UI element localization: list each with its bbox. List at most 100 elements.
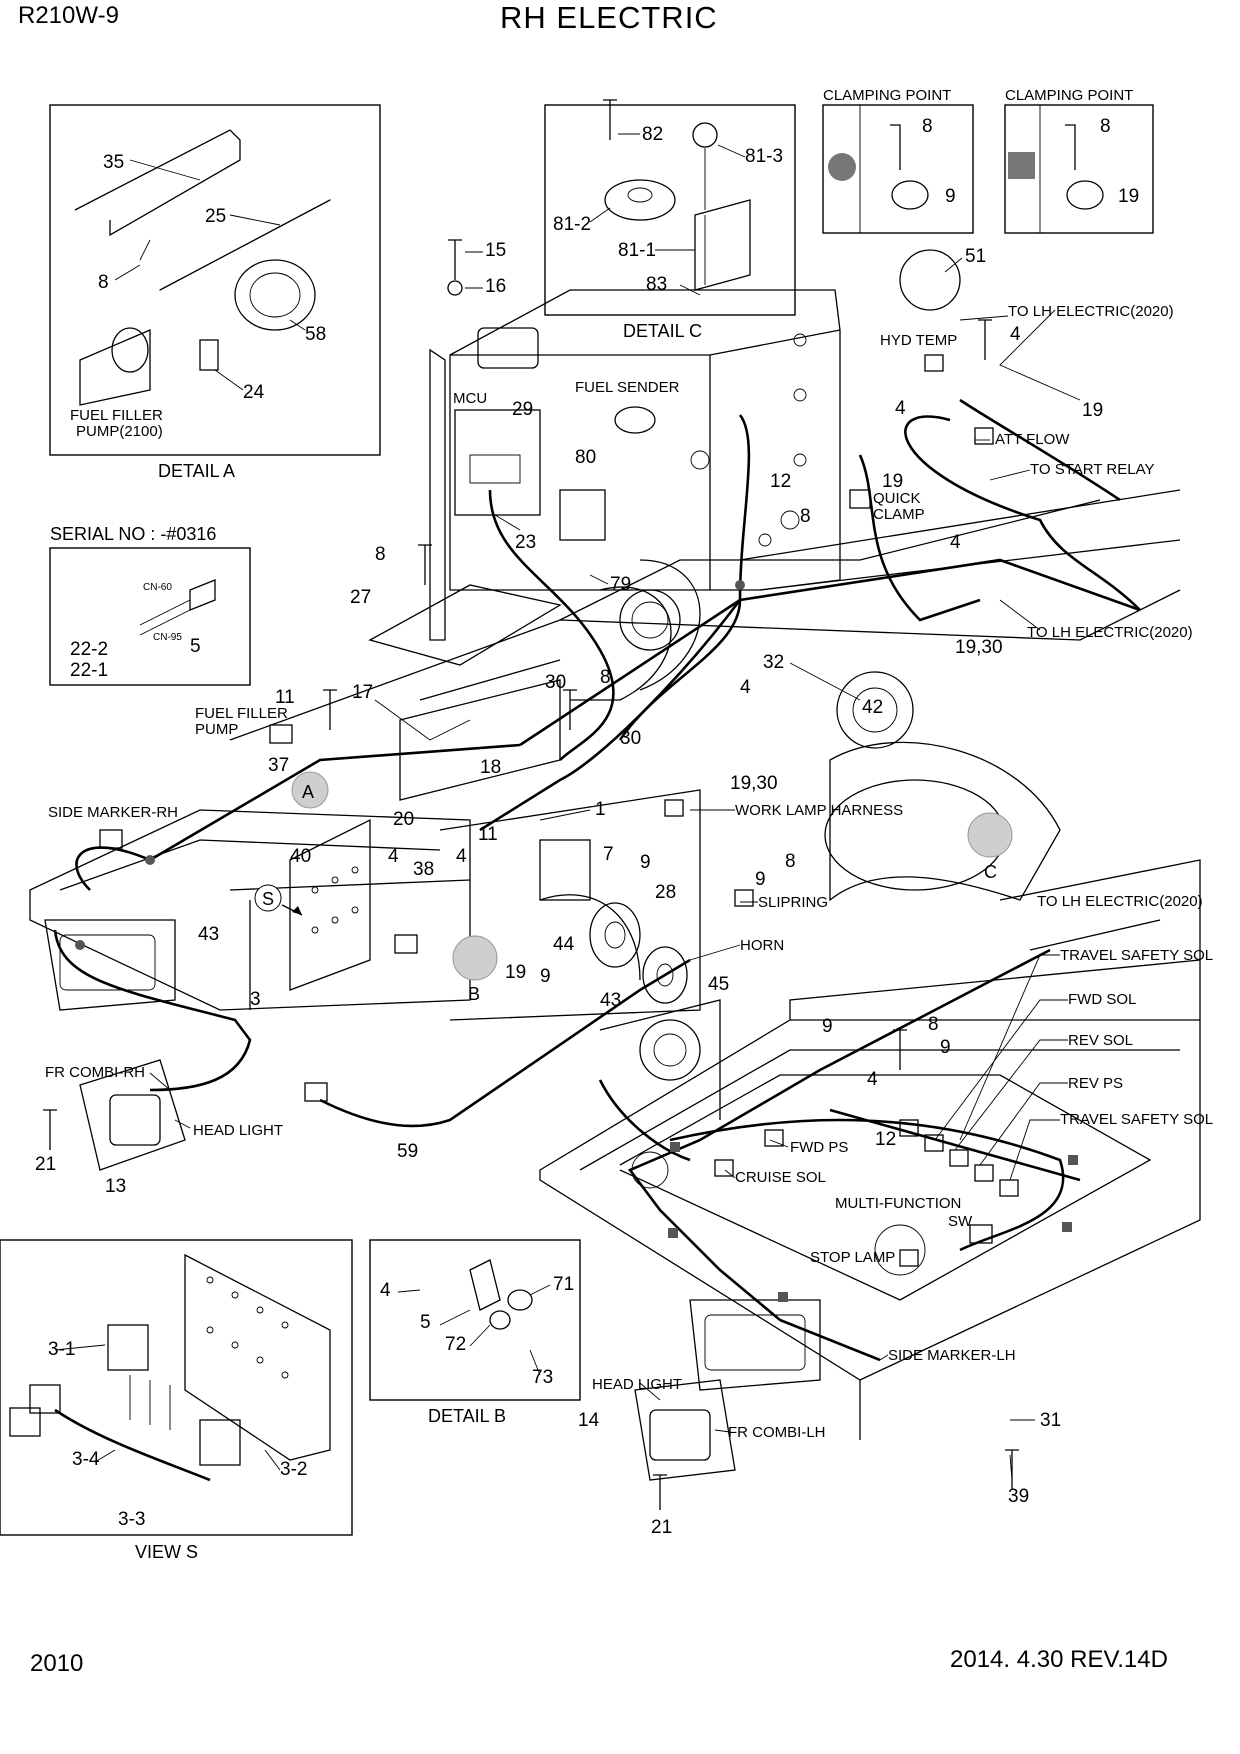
label-fuel-filler-pump-main-line1: FUEL FILLER [195, 705, 288, 722]
callout-72: 72 [445, 1334, 466, 1355]
view-s-panel [0, 1239, 353, 1536]
callout-8-detail-a: 8 [98, 272, 109, 293]
callout-11-center: 11 [478, 824, 498, 845]
callout-79: 79 [610, 574, 631, 595]
marker-s: S [262, 889, 274, 909]
label-to-lh-electric-2: TO LH ELECTRIC(2020) [1027, 624, 1193, 641]
callout-29: 29 [512, 399, 533, 420]
machine-frame-drawing [29, 289, 1201, 1440]
callout-4-detail-b: 4 [380, 1280, 391, 1301]
callout-3-4: 3-4 [72, 1449, 100, 1470]
callout-22-2: 22-2 [70, 639, 108, 660]
label-slipring: SLIPRING [758, 894, 828, 911]
callout-51: 51 [965, 246, 986, 267]
clamping-point-round-panel [822, 104, 974, 234]
callout-38: 38 [413, 859, 434, 880]
callout-43-upper: 43 [198, 924, 219, 945]
detail-a-panel [49, 104, 381, 456]
callout-81-3: 81-3 [745, 146, 783, 167]
label-rev-ps: REV PS [1068, 1075, 1123, 1092]
serial-number-panel [49, 547, 251, 686]
clamping-point-square-panel [1004, 104, 1154, 234]
callout-59: 59 [397, 1141, 418, 1162]
callout-8-clamp-round: 8 [922, 116, 933, 137]
callout-9-deck-left: 9 [822, 1016, 833, 1037]
callout-35: 35 [103, 152, 124, 173]
label-cn60: CN-60 [143, 582, 172, 593]
callout-18: 18 [480, 757, 501, 778]
label-to-start-relay: TO START RELAY [1030, 461, 1154, 478]
callout-8-mcu: 8 [375, 544, 386, 565]
marker-a: A [302, 782, 314, 802]
callout-30-center: 30 [620, 728, 641, 749]
callout-1: 1 [595, 799, 606, 820]
callout-42: 42 [862, 697, 883, 718]
detail-c-title: DETAIL C [623, 321, 702, 341]
callout-4-deck: 4 [867, 1069, 878, 1090]
callout-11-upper: 11 [275, 687, 295, 708]
callout-19-lower: 19 [505, 962, 526, 983]
label-work-lamp-harness: WORK LAMP HARNESS [735, 802, 903, 819]
callout-31: 31 [1040, 1410, 1061, 1431]
callout-9-clamp-round: 9 [945, 186, 956, 207]
callout-9-center: 9 [640, 852, 651, 873]
callout-8-deck: 8 [928, 1014, 939, 1035]
callout-20: 20 [393, 809, 414, 830]
callout-19-upper: 19 [1082, 400, 1103, 421]
label-multi-function-line2: SW [948, 1213, 973, 1230]
revision-date: 2014. 4.30 REV.14D [950, 1646, 1168, 1673]
label-head-light-rh: HEAD LIGHT [193, 1122, 283, 1139]
label-rev-sol: REV SOL [1068, 1032, 1133, 1049]
callout-19-clamp-square: 19 [1118, 186, 1139, 207]
label-travel-safety-sol-1: TRAVEL SAFETY SOL [1060, 947, 1213, 964]
callout-40: 40 [290, 846, 311, 867]
callout-22-1: 22-1 [70, 660, 108, 681]
label-fr-combi-rh: FR COMBI-RH [45, 1064, 145, 1081]
callout-24: 24 [243, 382, 265, 403]
label-fuel-filler-pump-line2: PUMP(2100) [76, 423, 163, 440]
callout-4-relay: 4 [456, 846, 467, 867]
page-title: RH ELECTRIC [500, 0, 718, 35]
label-side-marker-rh: SIDE MARKER-RH [48, 804, 178, 821]
callout-4-clamp: 4 [950, 532, 961, 553]
callout-5-serial: 5 [190, 636, 201, 657]
callout-15: 15 [485, 240, 506, 261]
callout-4-att: 4 [895, 398, 906, 419]
callout-28: 28 [655, 882, 676, 903]
callout-30-upper: 30 [545, 672, 566, 693]
callout-7: 7 [603, 844, 614, 865]
callout-12-lower: 12 [875, 1129, 896, 1150]
harness-clip-markers [75, 580, 1078, 1302]
label-fuel-sender: FUEL SENDER [575, 379, 680, 396]
head-light-rh [44, 919, 186, 1171]
callout-82: 82 [642, 124, 663, 145]
callout-27: 27 [350, 587, 371, 608]
callout-16: 16 [485, 276, 506, 297]
callout-14: 14 [578, 1410, 600, 1431]
page-number: 2010 [30, 1650, 84, 1677]
callout-43-lower: 43 [600, 990, 621, 1011]
detail-a-title: DETAIL A [158, 461, 235, 481]
label-cn95: CN-95 [153, 632, 182, 643]
callout-71: 71 [553, 1274, 574, 1295]
callout-8-worklamp: 8 [785, 851, 796, 872]
detail-b-panel [369, 1239, 581, 1401]
callout-25: 25 [205, 206, 226, 227]
label-fwd-sol: FWD SOL [1068, 991, 1136, 1008]
callout-21-rh: 21 [35, 1154, 56, 1175]
clamping-square-title: CLAMPING POINT [1005, 87, 1133, 104]
label-fuel-filler-pump-main-line2: PUMP [195, 721, 238, 738]
callout-80: 80 [575, 447, 596, 468]
connector-blocks [99, 249, 1019, 1267]
label-att-flow: ATT FLOW [995, 431, 1070, 448]
callout-21-lh: 21 [651, 1517, 672, 1538]
callout-13: 13 [105, 1176, 126, 1197]
model-code: R210W-9 [18, 2, 119, 29]
callout-45: 45 [708, 974, 729, 995]
callout-4-center: 4 [740, 677, 751, 698]
label-fuel-filler-pump-line1: FUEL FILLER [70, 407, 163, 424]
head-light-lh [634, 1299, 821, 1481]
label-mcu: MCU [453, 390, 487, 407]
callout-23: 23 [515, 532, 536, 553]
